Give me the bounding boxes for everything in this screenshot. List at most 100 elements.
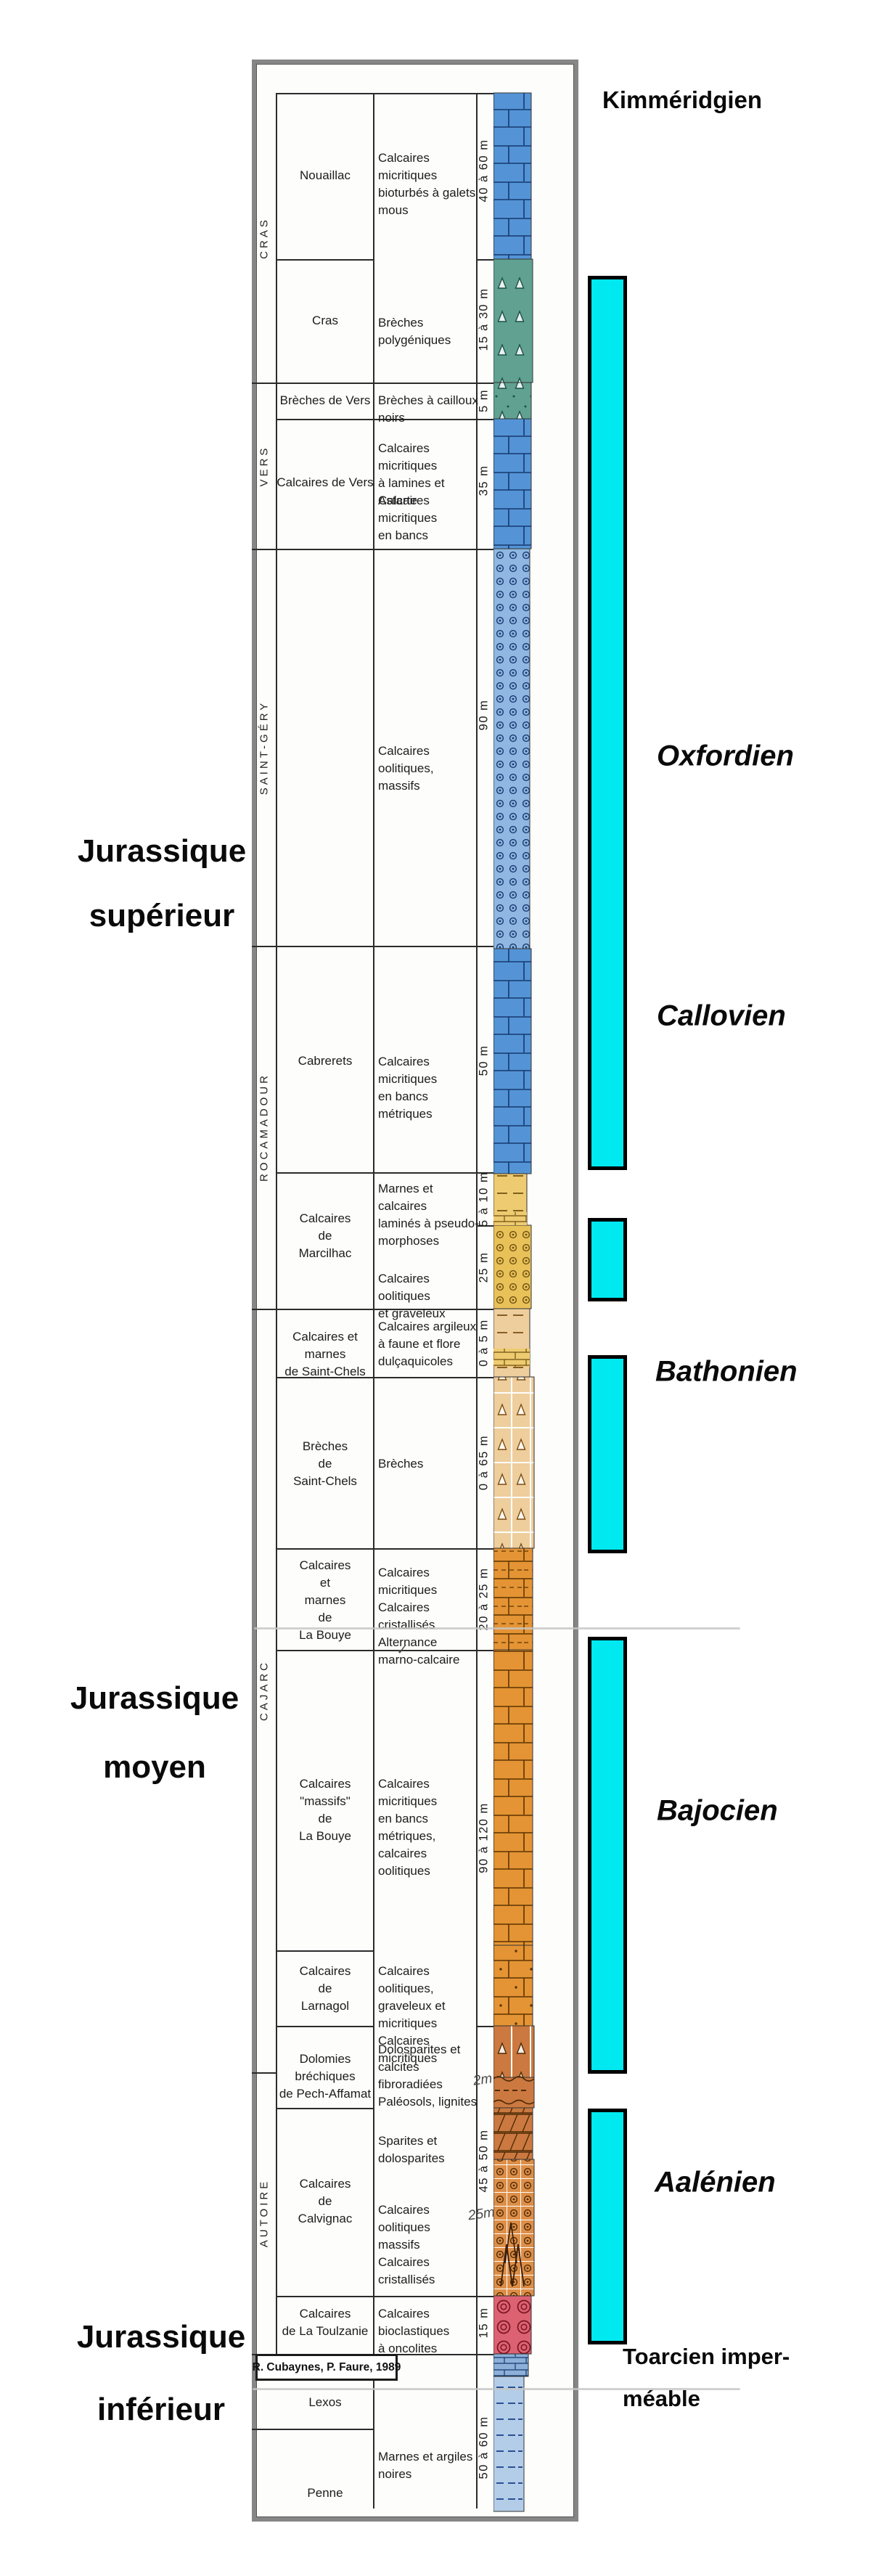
lithology-text-line: et graveleux bbox=[378, 1307, 446, 1320]
stage-bar-fill bbox=[591, 1359, 623, 1550]
stage-bar-fill bbox=[591, 2112, 623, 2341]
lithology-text-line: massifs bbox=[378, 2238, 420, 2252]
stage-label-aalenien: Aalénien bbox=[655, 2166, 776, 2199]
table-hline bbox=[276, 2296, 496, 2297]
table-hline bbox=[276, 259, 373, 261]
lithology-text: Marnes et argiles noires bbox=[378, 2448, 480, 2483]
lithology-text-line: Calcaires oolitiques, bbox=[378, 1964, 434, 1995]
thickness-label: 5 m bbox=[477, 388, 491, 413]
table-vline bbox=[476, 93, 478, 2508]
formation-label-line: Calcaires bbox=[299, 2307, 351, 2321]
lithology-text-line: Calcaires bioclastiques bbox=[378, 2307, 450, 2338]
lithology-text: Brèches bbox=[378, 1455, 480, 1473]
formation-label-line: La Bouye bbox=[299, 1628, 351, 1642]
table-hline bbox=[252, 1309, 496, 1310]
epoch-label-moyen: moyen bbox=[103, 1749, 206, 1785]
lithology-text-line: fibroradiées bbox=[378, 2077, 443, 2091]
lithology-text-line: Marnes et argiles noires bbox=[378, 2450, 473, 2481]
group-label-cras: CRAS bbox=[258, 216, 271, 259]
thickness-label: 20 à 25 m bbox=[477, 1567, 491, 1631]
lithology-text: Brèches polygéniques bbox=[378, 314, 480, 349]
handwritten-note: ✓ bbox=[394, 1641, 409, 1659]
formation-label-line: de Saint-Chels bbox=[284, 1365, 366, 1378]
formation-label-line: de bbox=[318, 1611, 332, 1624]
lithology-text: Calcaires oolitiques,massifs bbox=[378, 743, 480, 795]
thickness-label: 25 m bbox=[477, 1251, 491, 1283]
table-hline bbox=[252, 2072, 276, 2074]
lithology-column bbox=[493, 92, 535, 2512]
formation-label-line: de bbox=[318, 1457, 332, 1471]
thickness-label: 40 à 60 m bbox=[477, 139, 491, 203]
lithology-text-line: calcaires oolitiques bbox=[378, 1847, 430, 1878]
lithology-text-line: Calcaires micritiques bbox=[378, 151, 438, 182]
lithology-text-line: graveleux et micritiques bbox=[378, 1999, 446, 2030]
formation-label: Nouaillac bbox=[276, 167, 374, 184]
lithology-text-line: Marnes et calcaires bbox=[378, 1182, 433, 1213]
table-hline bbox=[276, 1650, 496, 1651]
table-hline bbox=[252, 549, 496, 550]
formation-label-line: Cabrerets bbox=[298, 1054, 353, 1068]
lithology-text-line: Brèches polygéniques bbox=[378, 316, 451, 347]
formation-label-line: Penne bbox=[307, 2486, 343, 2500]
thickness-label: 50 à 60 m bbox=[477, 2416, 491, 2479]
lithology-text-line: Calcaires micritiques bbox=[378, 1566, 438, 1597]
thickness-label: 90 m bbox=[477, 699, 491, 731]
lithology-text-line: Paléosols, lignites bbox=[378, 2095, 478, 2109]
formation-label-line: Nouaillac bbox=[300, 168, 351, 182]
stage-label-bathonien: Bathonien bbox=[655, 1355, 798, 1388]
table-hline bbox=[276, 1548, 496, 1550]
epoch-label-jurassique: Jurassique bbox=[77, 833, 247, 869]
lithology-text-line: Calcaires micritiques bbox=[378, 1777, 438, 1808]
lithology-text: Calcaires oolitiques, graveleux et micrit… bbox=[378, 1963, 480, 2067]
formation-label: Cras bbox=[276, 312, 374, 330]
group-label-vers: VERS bbox=[258, 445, 271, 486]
formation-label-line: Calcaires et marnes bbox=[292, 1330, 358, 1361]
formation-label-line: Brèches bbox=[302, 1439, 348, 1453]
formation-label-line: Calcaires bbox=[299, 1964, 351, 1978]
formation-label-line: Lexos bbox=[308, 2395, 342, 2409]
lithology-text-line: morphoses bbox=[378, 1234, 440, 1248]
table-hline bbox=[276, 1950, 373, 1952]
thickness-label: 50 m bbox=[477, 1044, 491, 1076]
stage-label-kimmeridgien: Kimméridgien bbox=[602, 86, 763, 113]
formation-label-line: de bbox=[318, 1812, 332, 1825]
stage-bar-fill bbox=[591, 1640, 623, 2070]
stage-bar-fill bbox=[591, 279, 623, 1166]
credit-box: R. Cubaynes, P. Faure, 1989 bbox=[253, 2354, 401, 2381]
stage-bar bbox=[588, 1355, 627, 1553]
lithology-text: Brèches à cailloux noirs bbox=[378, 392, 480, 427]
formation-label-line: de bbox=[318, 1982, 332, 1995]
group-label-autoire: AUTOIRE bbox=[258, 2178, 271, 2248]
formation-label-line: Larnagol bbox=[300, 1999, 350, 2013]
lithology-text-line: Alternance bbox=[378, 1635, 438, 1649]
epoch-label-jurassique: Jurassique bbox=[76, 2319, 246, 2355]
formation-label-line: de La Toulzanie bbox=[282, 2324, 369, 2338]
formation-label: Penne bbox=[276, 2485, 374, 2502]
thickness-label: 15 à 30 m bbox=[477, 287, 491, 351]
lithology-text-line: à faune et flore bbox=[378, 1337, 461, 1351]
lithology-text-line: massifs bbox=[378, 779, 420, 793]
lithology-text-line: en bancs métriques bbox=[378, 1089, 433, 1121]
formation-label-line: Saint-Chels bbox=[293, 1474, 357, 1488]
formation-label-line: Calcaires bbox=[299, 1211, 351, 1225]
epoch-label-superieur: supérieur bbox=[89, 898, 235, 933]
table-hline bbox=[276, 1377, 496, 1378]
lithology-text-line: Dolosparites et calcites bbox=[378, 2043, 461, 2074]
table-hline bbox=[276, 419, 496, 420]
stage-label-callovien: Callovien bbox=[657, 999, 786, 1032]
stage-label-bajocien: Bajocien bbox=[657, 1794, 778, 1827]
formation-label-line: Calcaires "massifs" bbox=[299, 1777, 351, 1808]
formation-label: Lexos bbox=[276, 2394, 374, 2411]
